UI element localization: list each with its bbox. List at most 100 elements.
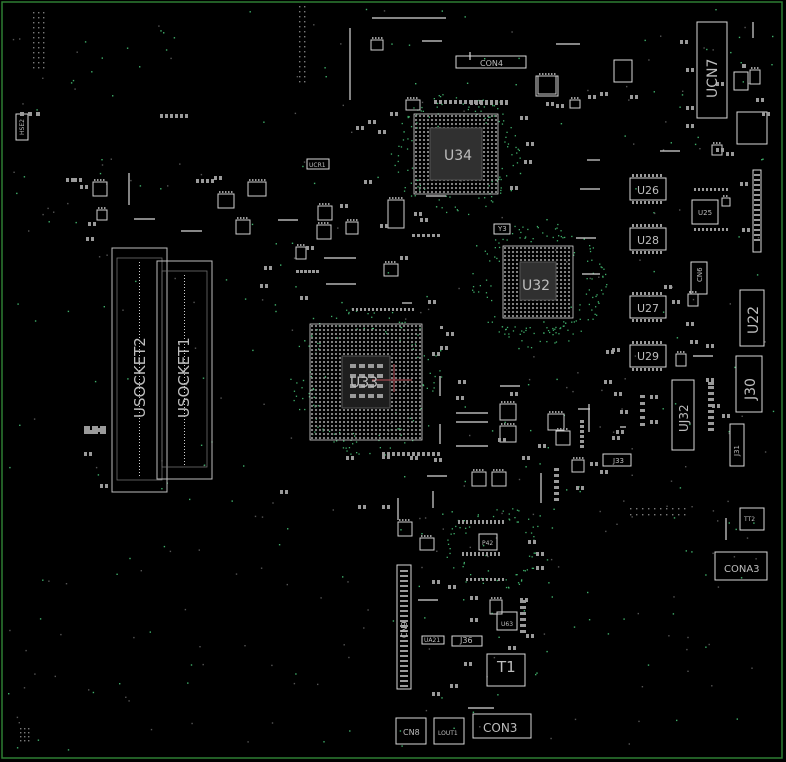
u25-body (691, 199, 719, 225)
via (67, 749, 70, 751)
u34-ball (414, 138, 418, 142)
ic-pad (493, 469, 495, 471)
u32-ball (531, 246, 535, 250)
smd-pad (621, 430, 624, 434)
via (272, 502, 274, 504)
via (220, 397, 222, 399)
u34-ball (438, 114, 442, 118)
u33-ball (342, 428, 346, 432)
u34-ball (414, 146, 418, 150)
via (742, 81, 744, 83)
cn9-pin (400, 680, 408, 682)
pad-row (387, 452, 390, 456)
via (666, 505, 668, 507)
ic-pad (347, 219, 349, 221)
u33-ball (338, 328, 342, 332)
u33-ball (338, 332, 342, 336)
u33-ball (402, 436, 406, 440)
u26-pin (640, 201, 642, 204)
via (708, 643, 710, 646)
via (317, 683, 319, 686)
via (653, 91, 655, 93)
u33-ball (318, 388, 322, 392)
u34-ball (414, 162, 418, 166)
via (418, 585, 420, 588)
u33-ball (330, 324, 334, 328)
p42-body (478, 533, 498, 551)
via (24, 732, 26, 734)
via (445, 195, 447, 197)
u34-ball (418, 130, 422, 134)
pad-row (474, 578, 476, 581)
pad-row (316, 270, 319, 273)
via (674, 403, 677, 405)
cn6-body (690, 261, 708, 295)
via (301, 387, 303, 389)
smd-pad (305, 296, 308, 300)
small-ic (721, 197, 731, 207)
u29-pin (660, 368, 662, 371)
u33-ball (354, 344, 358, 348)
u33-ball (406, 340, 410, 344)
via (599, 263, 601, 265)
via (492, 105, 494, 107)
via (424, 517, 427, 519)
via (602, 276, 604, 278)
u33-ball (362, 436, 366, 440)
via (174, 277, 176, 280)
smd-pad (635, 95, 638, 99)
via (291, 329, 294, 331)
via (416, 127, 418, 129)
pad-row (296, 270, 299, 273)
u33-ball (362, 424, 366, 428)
u33-ball (354, 332, 358, 336)
pad-row (494, 578, 496, 581)
u33-ball (406, 420, 410, 424)
u33-ball (338, 436, 342, 440)
u33-ball (406, 388, 410, 392)
via (299, 81, 301, 83)
u33-ball (390, 400, 394, 404)
u33-ball (382, 436, 386, 440)
ic-pad (513, 423, 515, 425)
smd-pad (691, 322, 694, 326)
u33-ball (314, 368, 318, 372)
via (193, 301, 195, 304)
smd-pad (588, 95, 591, 99)
u33-ball (414, 368, 418, 372)
via (33, 42, 35, 44)
ic-pad (322, 203, 324, 205)
connector-right-pin (754, 184, 760, 186)
u26-pin (648, 174, 650, 177)
via (480, 577, 483, 580)
u33-ball (390, 392, 394, 396)
via (517, 148, 519, 150)
u33-ball (358, 436, 362, 440)
smd-pad (434, 458, 437, 462)
via (310, 389, 312, 392)
u33-ball (394, 436, 398, 440)
via (699, 148, 701, 150)
cn9-pin (400, 605, 408, 607)
u34-ball (414, 174, 418, 178)
via (416, 122, 418, 124)
u33-ball (314, 412, 318, 416)
via (202, 663, 204, 666)
via (501, 167, 503, 170)
via (411, 167, 414, 169)
u33-ball (318, 332, 322, 336)
via (308, 396, 311, 398)
u32-ball (511, 262, 515, 266)
u32-ball (567, 266, 571, 270)
u33-ball (334, 356, 338, 360)
via (320, 597, 322, 599)
via (342, 104, 344, 107)
u33-ball (334, 332, 338, 336)
u33-ball (414, 332, 418, 336)
via (528, 518, 530, 520)
via (504, 333, 506, 335)
smd-pad (680, 40, 683, 44)
u33-ball (318, 428, 322, 432)
u34-ball (418, 190, 422, 194)
via (772, 410, 775, 413)
